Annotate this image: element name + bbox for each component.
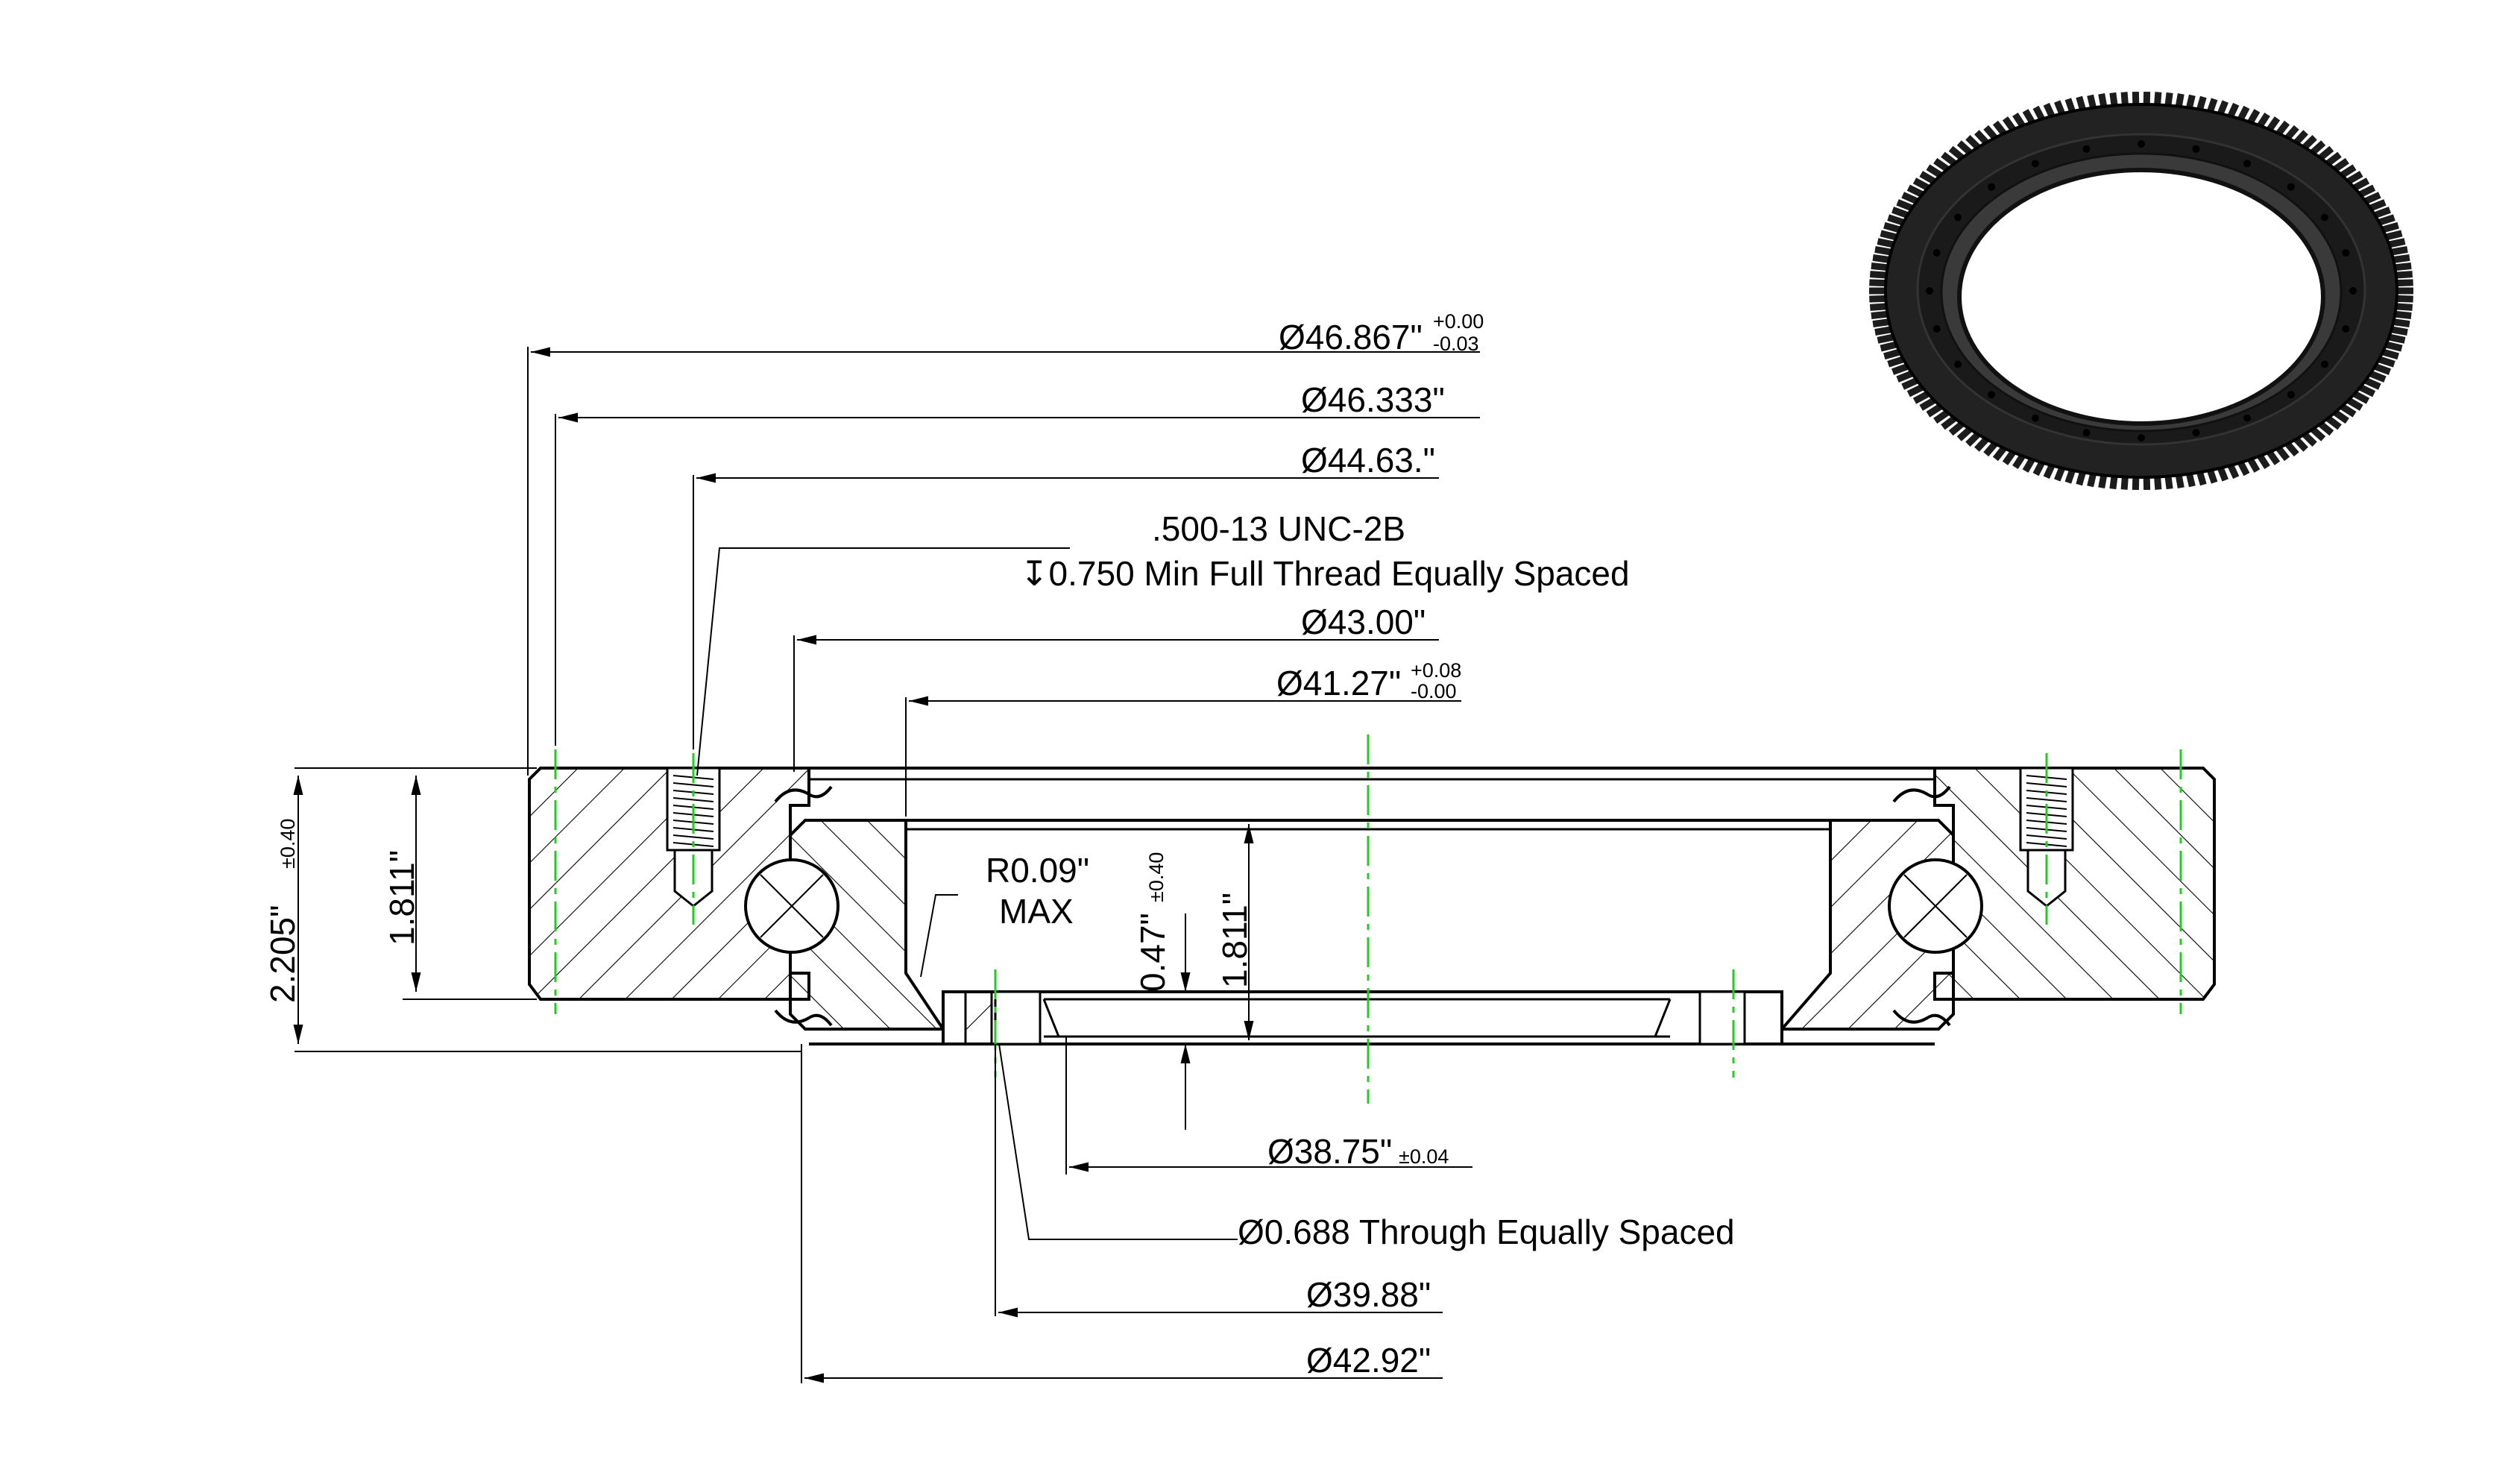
thread-line	[672, 834, 714, 840]
dim-offset: 0.47"	[1133, 913, 1172, 992]
dim-bore-tol-upper: +0.08	[1411, 659, 1461, 682]
ring-hole	[1988, 183, 1996, 191]
thread-line	[2026, 834, 2067, 840]
ring-hole	[2287, 391, 2295, 399]
through-hole-note: Ø0.688 Through Equally Spaced	[1238, 1213, 1735, 1251]
thread-line	[672, 782, 714, 787]
dim-bolt-circle-inner: Ø39.88"	[1306, 1275, 1431, 1314]
dimension-lines	[293, 347, 1480, 1383]
ring-hole	[2082, 429, 2091, 437]
ring-hole	[2320, 360, 2328, 368]
ring-hole	[1932, 249, 1941, 257]
dim-bore-tol-lower: -0.00	[1411, 680, 1457, 702]
thread-line	[2026, 782, 2067, 787]
ring-hole	[2192, 145, 2200, 153]
dim-outer-gear-tol-lower: -0.03	[1433, 333, 1479, 355]
ring-hole	[1954, 213, 1962, 221]
ring-hole	[1988, 391, 1996, 399]
dim-outer-gear-tol-upper: +0.00	[1433, 310, 1484, 333]
dim-3875-tol: ±0.04	[1399, 1145, 1449, 1168]
dim-46333: Ø46.333"	[1301, 380, 1445, 419]
ring-hole	[2349, 287, 2357, 295]
thread-note-line1: .500-13 UNC-2B	[1152, 509, 1405, 548]
thread-note-line2: ↧0.750 Min Full Thread Equally Spaced	[1020, 554, 1630, 593]
ring-hole	[2032, 414, 2039, 422]
radius-note-line2: MAX	[999, 892, 1074, 931]
ring-hole	[2192, 429, 2200, 437]
ring-hole	[2138, 140, 2145, 148]
cross-section	[528, 767, 2216, 1045]
ring-hole	[2320, 213, 2328, 221]
ring-hole	[2243, 414, 2251, 422]
radius-note-line1: R0.09"	[986, 851, 1089, 890]
dim-4300: Ø43.00"	[1301, 603, 1426, 641]
dim-bolt-circle-outer: Ø44.63."	[1301, 441, 1435, 479]
dim-offset-tol: ±0.40	[1145, 852, 1168, 902]
thread-line	[672, 797, 714, 802]
ring-hole	[2287, 183, 2295, 191]
dim-height-outer: 1.811"	[382, 850, 421, 946]
ring-hole	[2138, 434, 2145, 441]
ring-hole	[1932, 324, 1941, 333]
thread-line	[2026, 797, 2067, 802]
dim-height-inner: 1.811"	[1215, 893, 1254, 988]
ring-hole	[2243, 160, 2251, 168]
dim-outer-gear-dia: Ø46.867"	[1279, 318, 1423, 356]
dim-height-total-tol: ±0.40	[277, 819, 299, 869]
ring-hole	[2032, 160, 2039, 168]
extension-lines	[294, 347, 1067, 1383]
ring-hole	[2082, 145, 2091, 153]
ring-hole	[2342, 249, 2350, 257]
dim-height-total: 2.205"	[263, 905, 302, 1003]
ring-render-image	[1869, 91, 2413, 491]
ring-hole	[2342, 324, 2350, 333]
dim-3875: Ø38.75"	[1267, 1132, 1392, 1171]
ring-hole	[1954, 360, 1962, 368]
dim-bore-dia: Ø41.27"	[1276, 664, 1401, 702]
dimension-labels: Ø46.867" +0.00 -0.03 Ø46.333" Ø44.63." .…	[263, 310, 1735, 1380]
dim-4292: Ø42.92"	[1306, 1341, 1431, 1380]
ring-hole	[1926, 287, 1933, 295]
